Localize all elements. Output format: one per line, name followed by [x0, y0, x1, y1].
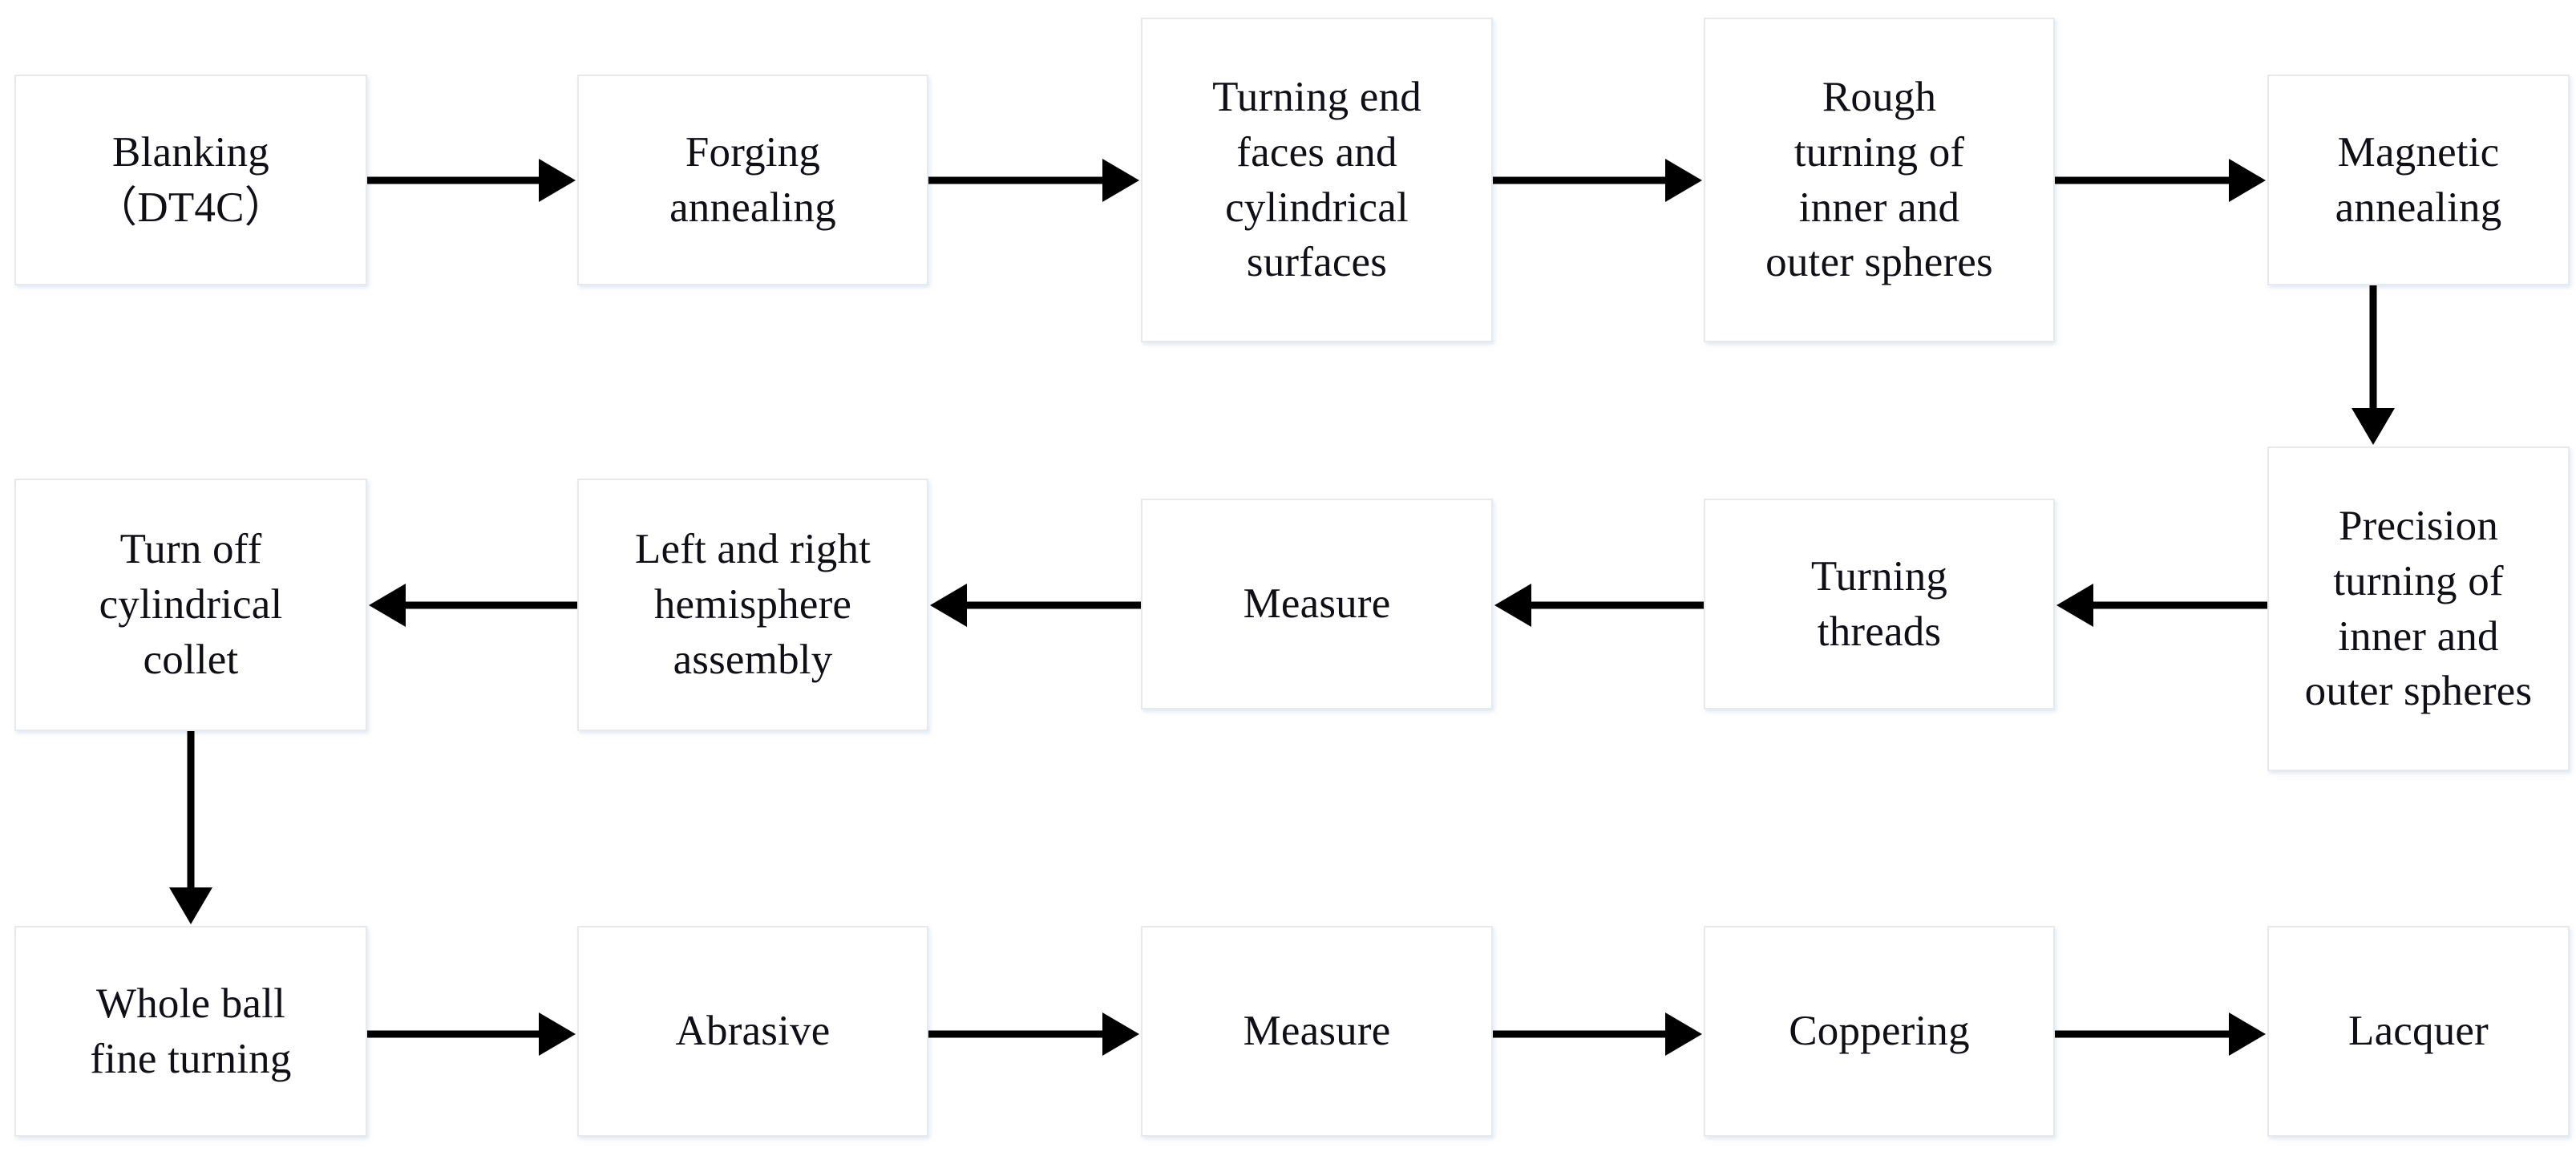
flow-arrow-turn-off-collet-to-whole-ball-turning — [159, 699, 223, 956]
process-node-measure-row3[interactable]: Measure — [1141, 926, 1493, 1137]
process-node-blanking[interactable]: Blanking （DT4C） — [14, 75, 367, 285]
flow-arrow-whole-ball-turning-to-abrasive — [335, 1002, 608, 1066]
process-node-coppering[interactable]: Coppering — [1704, 926, 2055, 1137]
process-node-turning-end-faces[interactable]: Turning end faces and cylindrical surfac… — [1141, 18, 1493, 342]
flow-arrow-measure-row3-to-coppering — [1461, 1002, 1734, 1066]
flow-arrow-coppering-to-lacquer — [2023, 1002, 2298, 1066]
process-node-lacquer[interactable]: Lacquer — [2267, 926, 2570, 1137]
flow-arrow-precision-turning-to-turning-threads — [2024, 573, 2299, 637]
process-node-label: Lacquer — [2348, 1008, 2489, 1055]
flow-arrow-hemisphere-assembly-to-turn-off-collet — [337, 573, 609, 637]
process-node-label: Coppering — [1789, 1008, 1970, 1055]
flow-arrow-abrasive-to-measure-row3 — [896, 1002, 1171, 1066]
process-node-abrasive[interactable]: Abrasive — [577, 926, 928, 1137]
flow-arrow-rough-turning-to-magnetic-annealing — [2023, 148, 2298, 212]
flow-arrow-forging-annealing-to-turning-end-faces — [896, 148, 1171, 212]
process-node-label: Whole ball fine turning — [90, 980, 292, 1082]
flow-arrow-blanking-to-forging-annealing — [335, 148, 608, 212]
process-node-label: Forging annealing — [669, 128, 836, 231]
process-node-forging-annealing[interactable]: Forging annealing — [577, 75, 928, 285]
flow-arrow-magnetic-annealing-to-precision-turning — [2341, 253, 2405, 477]
process-node-label: Rough turning of inner and outer spheres — [1765, 73, 1993, 286]
flow-arrow-turning-threads-to-measure-row2 — [1462, 573, 1736, 637]
process-node-label: Measure — [1243, 1008, 1391, 1055]
process-node-label: Turning end faces and cylindrical surfac… — [1212, 73, 1421, 286]
process-node-turn-off-collet[interactable]: Turn off cylindrical collet — [14, 479, 367, 731]
process-node-precision-turning[interactable]: Precision turning of inner and outer sph… — [2267, 447, 2570, 771]
process-node-magnetic-annealing[interactable]: Magnetic annealing — [2267, 75, 2570, 285]
process-node-hemisphere-assembly[interactable]: Left and right hemisphere assembly — [577, 479, 928, 731]
flow-arrow-measure-row2-to-hemisphere-assembly — [898, 573, 1173, 637]
process-node-label: Magnetic annealing — [2335, 128, 2502, 231]
process-node-measure-row2[interactable]: Measure — [1141, 499, 1493, 709]
process-node-label: Precision turning of inner and outer sph… — [2304, 502, 2533, 715]
process-node-turning-threads[interactable]: Turning threads — [1704, 499, 2055, 709]
process-node-whole-ball-turning[interactable]: Whole ball fine turning — [14, 926, 367, 1137]
process-node-label: Abrasive — [675, 1008, 831, 1055]
process-node-label: Turn off cylindrical collet — [99, 526, 283, 683]
process-node-label: Turning threads — [1810, 552, 1948, 655]
process-node-label: Measure — [1243, 580, 1391, 628]
process-node-label: Left and right hemisphere assembly — [634, 526, 871, 683]
process-node-label: Blanking （DT4C） — [95, 128, 287, 231]
flow-arrow-turning-end-faces-to-rough-turning — [1461, 148, 1734, 212]
process-node-rough-turning[interactable]: Rough turning of inner and outer spheres — [1704, 18, 2055, 342]
